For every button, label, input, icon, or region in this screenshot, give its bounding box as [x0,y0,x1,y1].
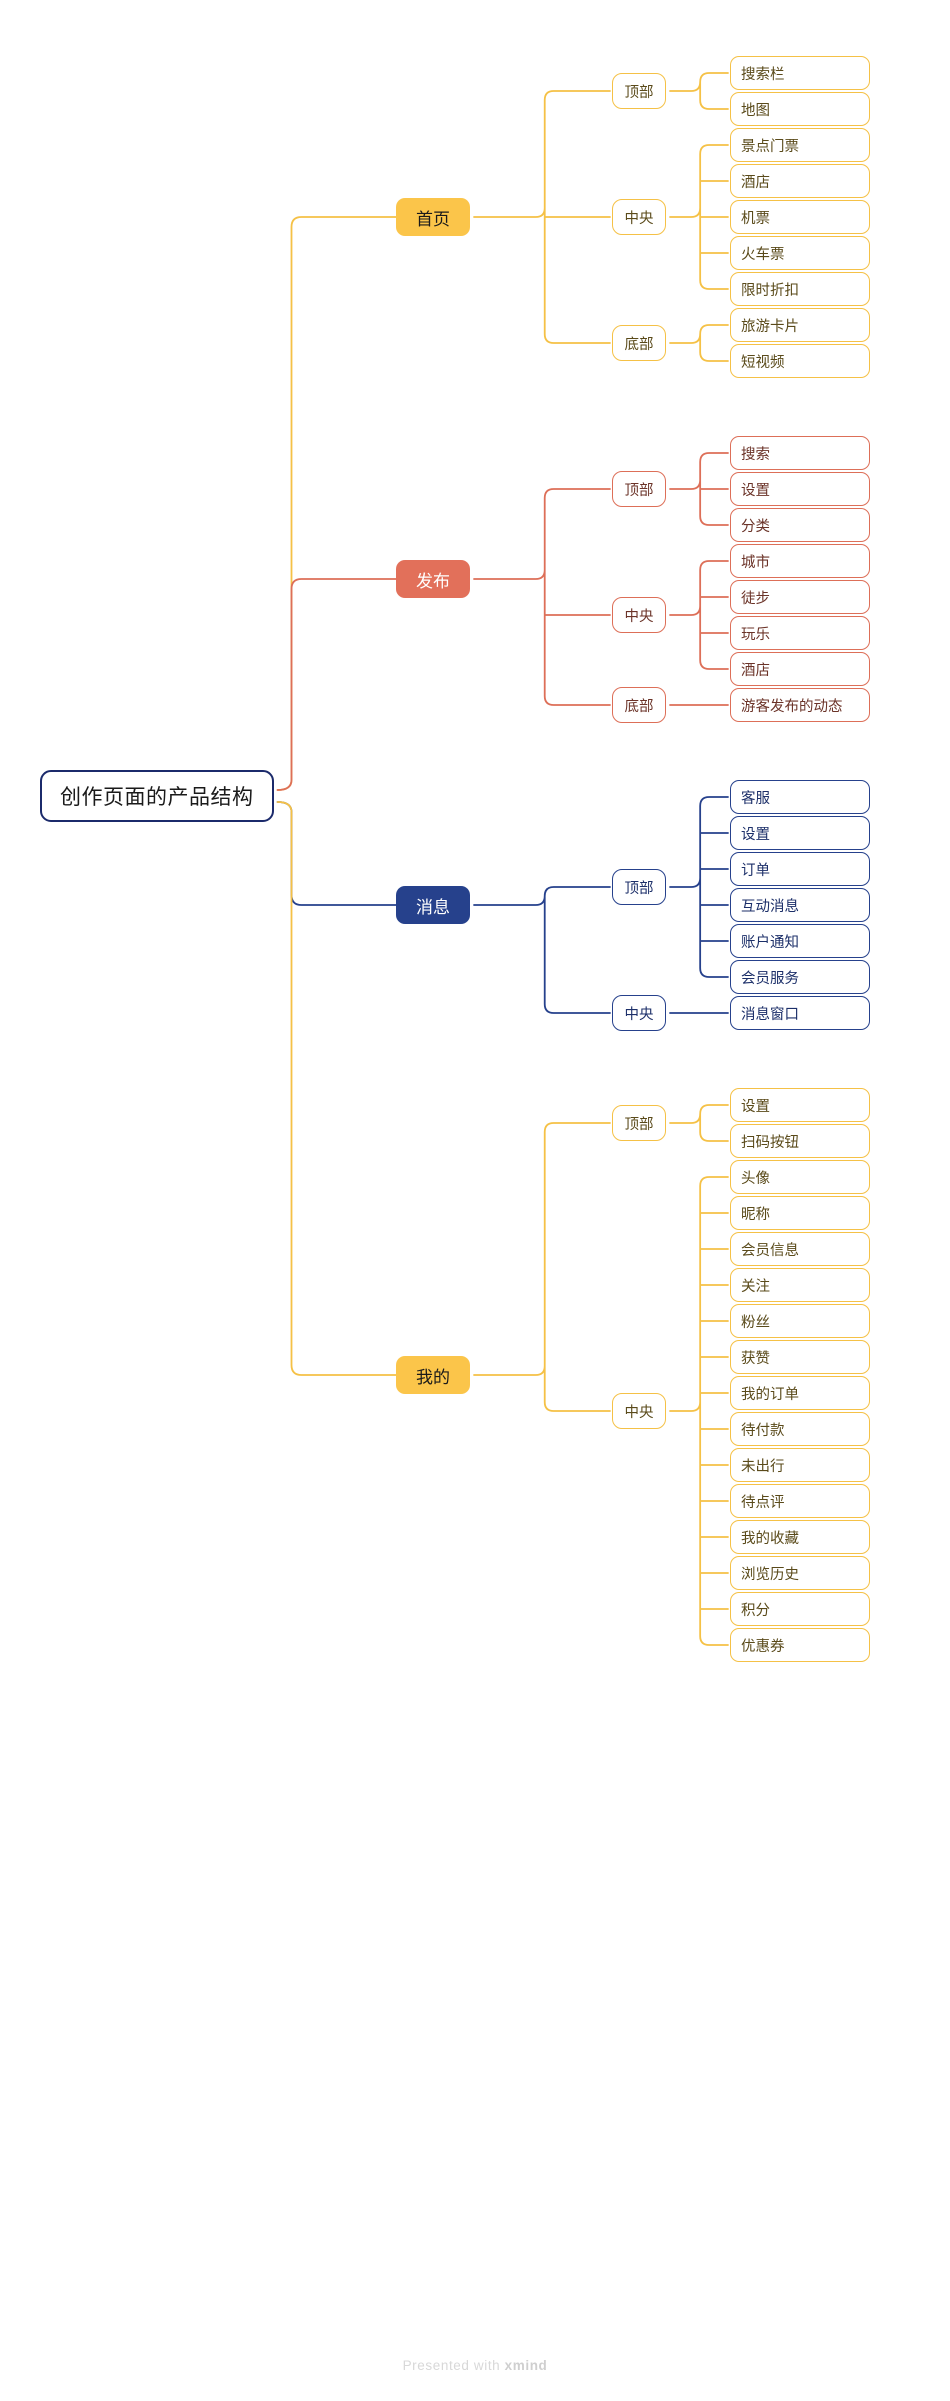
leaf-node[interactable]: 限时折扣 [730,272,870,306]
group-node-中央[interactable]: 中央 [612,995,666,1031]
branch-node-消息[interactable]: 消息 [396,886,470,924]
leaf-node[interactable]: 会员服务 [730,960,870,994]
leaf-node[interactable]: 游客发布的动态 [730,688,870,722]
group-node-中央[interactable]: 中央 [612,1393,666,1429]
leaf-node[interactable]: 搜索栏 [730,56,870,90]
leaf-node[interactable]: 会员信息 [730,1232,870,1266]
leaf-node[interactable]: 短视频 [730,344,870,378]
group-node-中央[interactable]: 中央 [612,597,666,633]
group-node-中央[interactable]: 中央 [612,199,666,235]
leaf-node[interactable]: 关注 [730,1268,870,1302]
footer-attribution: Presented with xmind [0,2358,950,2373]
leaf-node[interactable]: 头像 [730,1160,870,1194]
branch-node-我的[interactable]: 我的 [396,1356,470,1394]
leaf-node[interactable]: 互动消息 [730,888,870,922]
leaf-node[interactable]: 浏览历史 [730,1556,870,1590]
leaf-node[interactable]: 账户通知 [730,924,870,958]
leaf-node[interactable]: 未出行 [730,1448,870,1482]
leaf-node[interactable]: 分类 [730,508,870,542]
leaf-node[interactable]: 地图 [730,92,870,126]
leaf-node[interactable]: 景点门票 [730,128,870,162]
leaf-node[interactable]: 待点评 [730,1484,870,1518]
leaf-node[interactable]: 酒店 [730,164,870,198]
leaf-node[interactable]: 机票 [730,200,870,234]
group-node-顶部[interactable]: 顶部 [612,869,666,905]
leaf-node[interactable]: 我的订单 [730,1376,870,1410]
branch-node-首页[interactable]: 首页 [396,198,470,236]
group-node-顶部[interactable]: 顶部 [612,1105,666,1141]
leaf-node[interactable]: 优惠券 [730,1628,870,1662]
leaf-node[interactable]: 扫码按钮 [730,1124,870,1158]
leaf-node[interactable]: 客服 [730,780,870,814]
leaf-node[interactable]: 设置 [730,1088,870,1122]
leaf-node[interactable]: 火车票 [730,236,870,270]
group-node-顶部[interactable]: 顶部 [612,471,666,507]
leaf-node[interactable]: 粉丝 [730,1304,870,1338]
leaf-node[interactable]: 旅游卡片 [730,308,870,342]
leaf-node[interactable]: 徒步 [730,580,870,614]
leaf-node[interactable]: 消息窗口 [730,996,870,1030]
branch-node-发布[interactable]: 发布 [396,560,470,598]
leaf-node[interactable]: 玩乐 [730,616,870,650]
group-node-顶部[interactable]: 顶部 [612,73,666,109]
leaf-node[interactable]: 我的收藏 [730,1520,870,1554]
footer-prefix: Presented with [402,2358,505,2373]
leaf-node[interactable]: 昵称 [730,1196,870,1230]
group-node-底部[interactable]: 底部 [612,687,666,723]
leaf-node[interactable]: 订单 [730,852,870,886]
leaf-node[interactable]: 搜索 [730,436,870,470]
leaf-node[interactable]: 城市 [730,544,870,578]
group-node-底部[interactable]: 底部 [612,325,666,361]
leaf-node[interactable]: 待付款 [730,1412,870,1446]
root-node[interactable]: 创作页面的产品结构 [40,770,274,822]
leaf-node[interactable]: 设置 [730,472,870,506]
leaf-node[interactable]: 获赞 [730,1340,870,1374]
leaf-node[interactable]: 酒店 [730,652,870,686]
leaf-node[interactable]: 设置 [730,816,870,850]
footer-brand: xmind [504,2358,548,2373]
leaf-node[interactable]: 积分 [730,1592,870,1626]
